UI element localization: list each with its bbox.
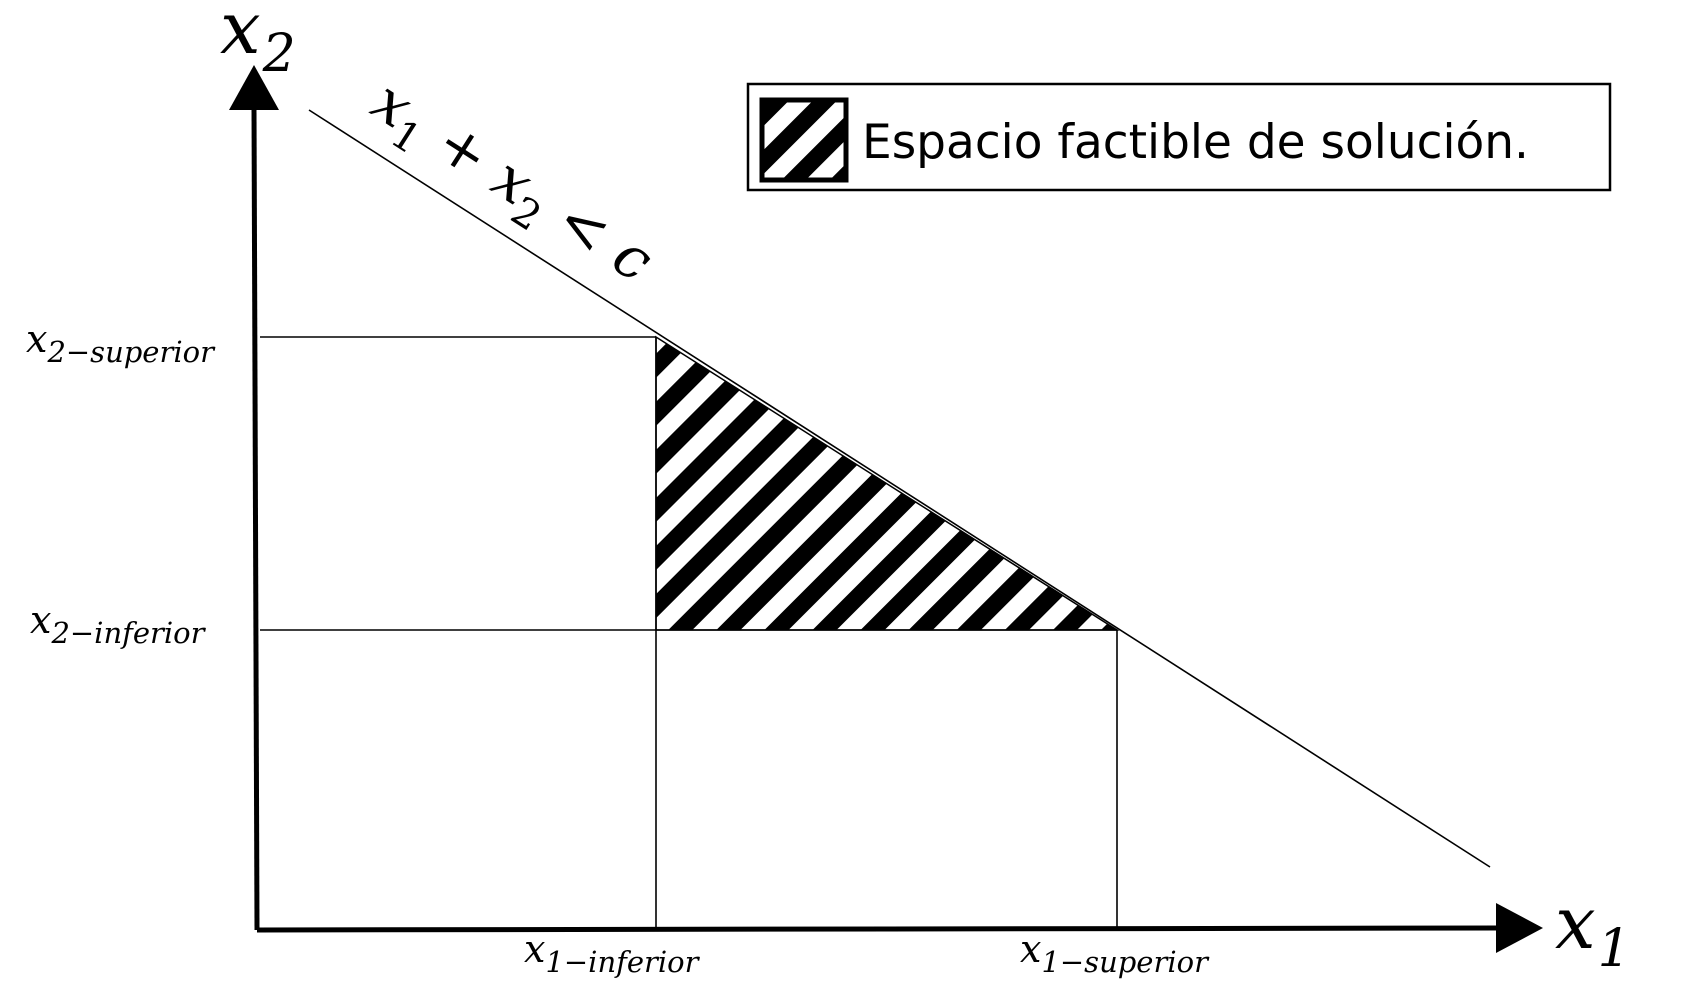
hatch-swatch-icon: [759, 97, 849, 183]
x-axis: [256, 925, 1501, 933]
y-axis-arrow-icon: [229, 65, 279, 110]
constraint-label: x1+x2<c: [355, 67, 665, 304]
constraint-line: [308, 109, 1491, 868]
x-axis-arrow-icon: [1496, 903, 1543, 953]
x-tick-x1-inferior: x1−inferior: [524, 927, 701, 979]
legend: Espacio factible de solución.: [746, 82, 1612, 192]
x-axis-label: x1: [1555, 881, 1631, 979]
y-tick-x2-inferior: x2−inferior: [30, 598, 207, 650]
y-axis-label: x2: [220, 0, 296, 84]
legend-box: [746, 82, 1612, 192]
y-tick-x2-superior: x2−superior: [26, 317, 216, 369]
x-tick-x1-superior: x1−superior: [1020, 927, 1210, 979]
feasible-region: [655, 335, 1120, 631]
y-axis: [251, 107, 260, 931]
legend-label: Espacio factible de solución.: [862, 115, 1529, 170]
